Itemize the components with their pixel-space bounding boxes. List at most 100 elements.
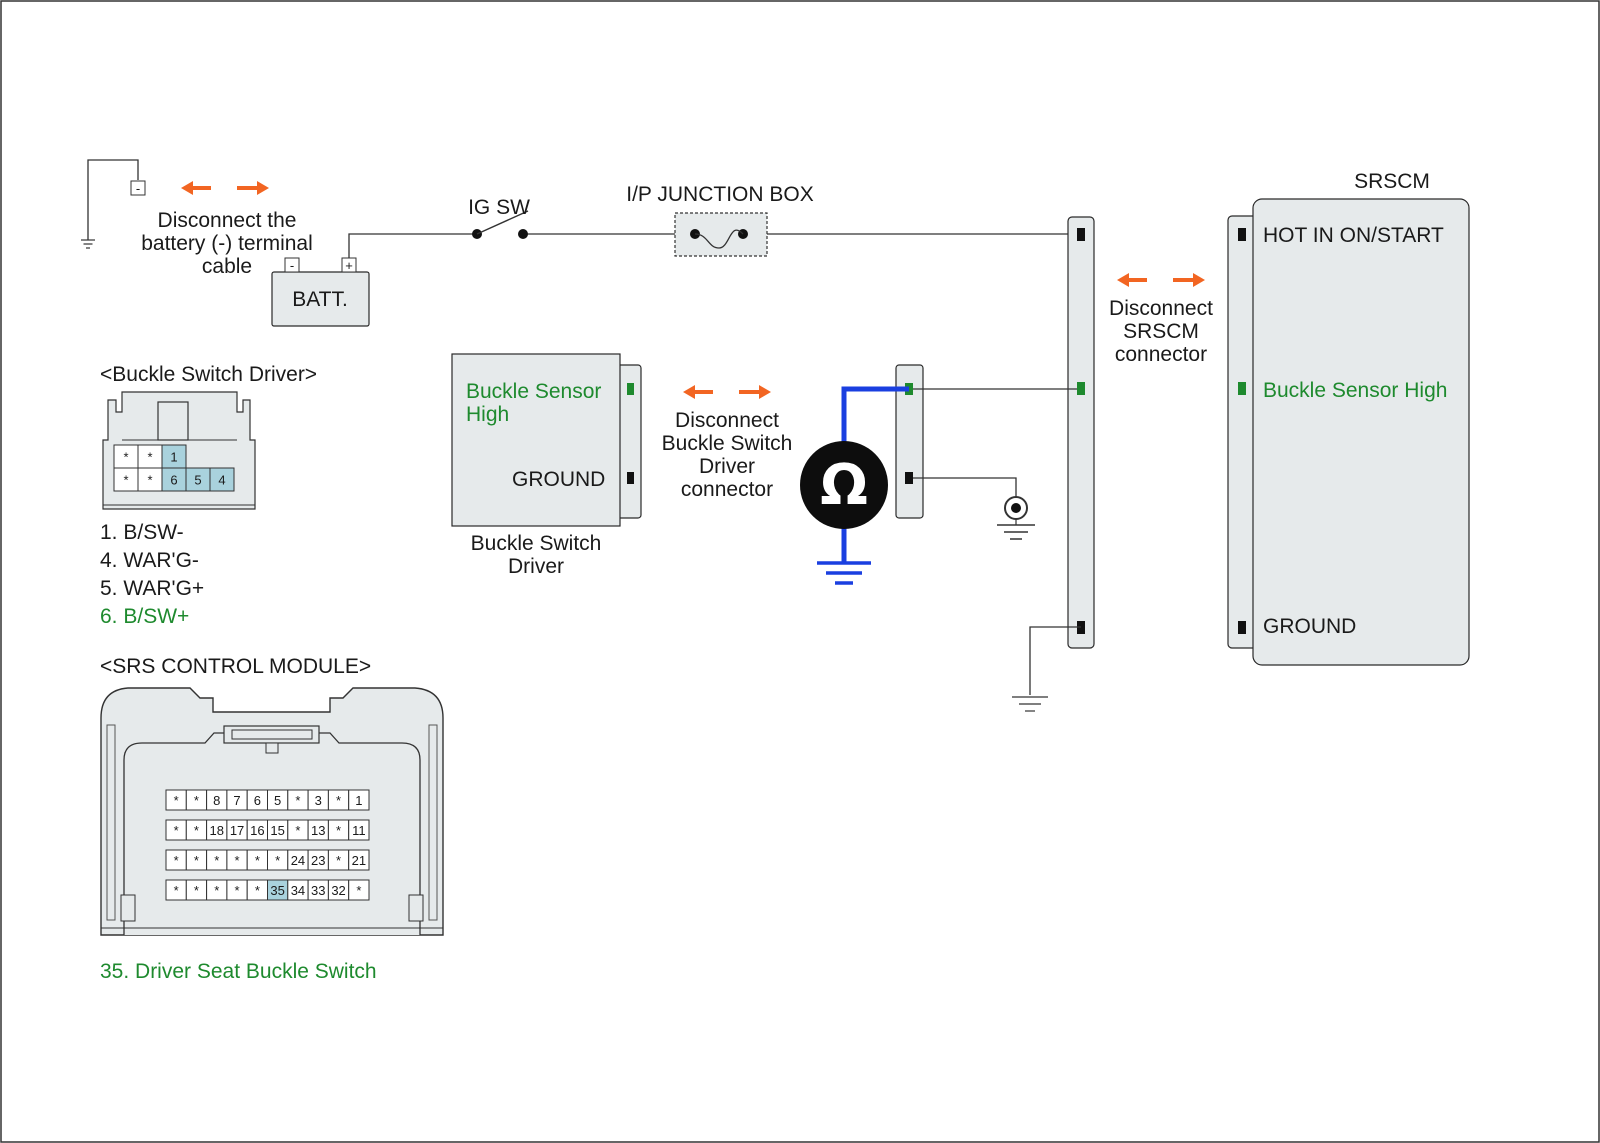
svg-text:*: *	[336, 853, 341, 868]
svg-text:*: *	[194, 883, 199, 898]
svg-text:*: *	[174, 793, 179, 808]
srs-pin-cell: *	[246, 849, 268, 871]
buckle-legend-6: 6. B/SW+	[100, 605, 189, 628]
srs-pin-cell: *	[287, 819, 309, 841]
srs-pin-cell: *	[165, 849, 187, 871]
buckle-pin-cell: 4	[209, 467, 235, 492]
junction-box-fuse	[674, 212, 768, 257]
svg-text:*: *	[123, 473, 128, 488]
svg-text:*: *	[174, 823, 179, 838]
srs-pin-cell: 33	[307, 879, 329, 901]
svg-text:5: 5	[274, 793, 281, 808]
ground-symbol	[1012, 696, 1048, 712]
buckle-legend-5: 5. WAR'G+	[100, 577, 204, 600]
svg-text:*: *	[295, 793, 300, 808]
battery-ground-cable: -	[81, 159, 146, 249]
srs-pin-cell: *	[165, 879, 187, 901]
svg-text:*: *	[194, 853, 199, 868]
svg-text:11: 11	[352, 823, 366, 838]
srscm-harness-connector	[1067, 216, 1095, 649]
srs-pin-cell: 6	[246, 789, 268, 811]
svg-text:23: 23	[311, 853, 325, 868]
svg-text:5: 5	[194, 473, 201, 488]
svg-text:6: 6	[170, 473, 177, 488]
srs-pin-cell: 32	[327, 879, 350, 901]
svg-text:*: *	[174, 853, 179, 868]
svg-text:24: 24	[291, 853, 305, 868]
buckle-instruction-line1: Disconnect	[675, 409, 779, 432]
ground-wire	[1029, 626, 1081, 695]
srs-pin-cell: 5	[267, 789, 289, 811]
srs-pin-cell: 15	[267, 819, 289, 841]
srs-pin-cell: *	[206, 849, 228, 871]
srs-pin-cell: *	[185, 849, 208, 871]
junction-box-label: I/P JUNCTION BOX	[626, 183, 813, 206]
srs-pin-cell: 8	[206, 789, 228, 811]
buckle-legend-4: 4. WAR'G-	[100, 549, 199, 572]
svg-text:21: 21	[352, 853, 366, 868]
battery-minus: -	[290, 258, 294, 273]
buckle-ground-wire	[913, 477, 1017, 498]
srs-pin-cell: 18	[206, 819, 228, 841]
srs-connector-legend: 35. Driver Seat Buckle Switch	[100, 960, 377, 983]
srs-pin-cell: 34	[287, 879, 309, 901]
svg-text:*: *	[194, 793, 199, 808]
svg-text:8: 8	[213, 793, 220, 808]
svg-text:*: *	[214, 853, 219, 868]
buckle-connector-title: <Buckle Switch Driver>	[100, 363, 317, 386]
battery-instruction-line1: Disconnect the	[158, 209, 297, 232]
svg-text:*: *	[255, 883, 260, 898]
svg-text:*: *	[214, 883, 219, 898]
srs-pin-cell: *	[165, 819, 187, 841]
srs-pin-cell: *	[327, 849, 350, 871]
svg-text:16: 16	[250, 823, 264, 838]
battery-plus: +	[345, 258, 353, 273]
srs-pin-cell: 11	[348, 819, 370, 841]
buckle-pin-cell: 5	[185, 467, 211, 492]
svg-text:*: *	[123, 450, 128, 465]
srs-pin-cell: *	[165, 789, 187, 811]
srs-pin-cell: 7	[226, 789, 248, 811]
srs-pin-cell: 24	[287, 849, 309, 871]
ig-switch-label: IG SW	[468, 196, 530, 219]
srs-pin-cell: 35	[267, 879, 289, 901]
svg-text:*: *	[147, 450, 152, 465]
srscm-title: SRSCM	[1354, 170, 1430, 193]
chassis-ground-symbol	[997, 496, 1035, 540]
svg-text:13: 13	[311, 823, 325, 838]
buckle-pin-high-line2: High	[466, 403, 509, 426]
svg-text:*: *	[235, 853, 240, 868]
srscm-instruction-line2: SRSCM	[1123, 320, 1199, 343]
svg-text:1: 1	[355, 793, 362, 808]
svg-text:32: 32	[331, 883, 345, 898]
battery-label: BATT.	[292, 288, 348, 311]
buckle-pin-cell: 1	[161, 444, 187, 469]
srs-pin-cell: 13	[307, 819, 329, 841]
svg-text:*: *	[194, 823, 199, 838]
svg-text:*: *	[295, 823, 300, 838]
buckle-pin-cell: *	[137, 467, 163, 492]
srs-pin-cell: *	[327, 819, 350, 841]
srs-pin-cell: *	[226, 849, 248, 871]
ohm-symbol: Ω	[820, 453, 868, 518]
srscm-instruction-line3: connector	[1115, 343, 1207, 366]
buckle-pin-ground: GROUND	[512, 468, 605, 491]
srs-pin-cell: 3	[307, 789, 329, 811]
ohmmeter-icon	[800, 441, 888, 529]
svg-text:35: 35	[270, 883, 284, 898]
srs-connector-title: <SRS CONTROL MODULE>	[100, 655, 371, 678]
svg-text:33: 33	[311, 883, 325, 898]
buckle-switch-driver-module	[451, 353, 642, 527]
svg-text:*: *	[356, 883, 361, 898]
buckle-pin-high-line1: Buckle Sensor	[466, 380, 601, 403]
buckle-instruction-line2: Buckle Switch	[662, 432, 793, 455]
svg-text:*: *	[336, 823, 341, 838]
srscm-pin-buckle-high: Buckle Sensor High	[1263, 379, 1447, 402]
srscm-pin-hot: HOT IN ON/START	[1263, 224, 1444, 247]
buckle-pin-cell: *	[113, 467, 139, 492]
svg-text:*: *	[235, 883, 240, 898]
srs-pin-cell: 21	[348, 849, 370, 871]
svg-text:-: -	[136, 181, 140, 196]
